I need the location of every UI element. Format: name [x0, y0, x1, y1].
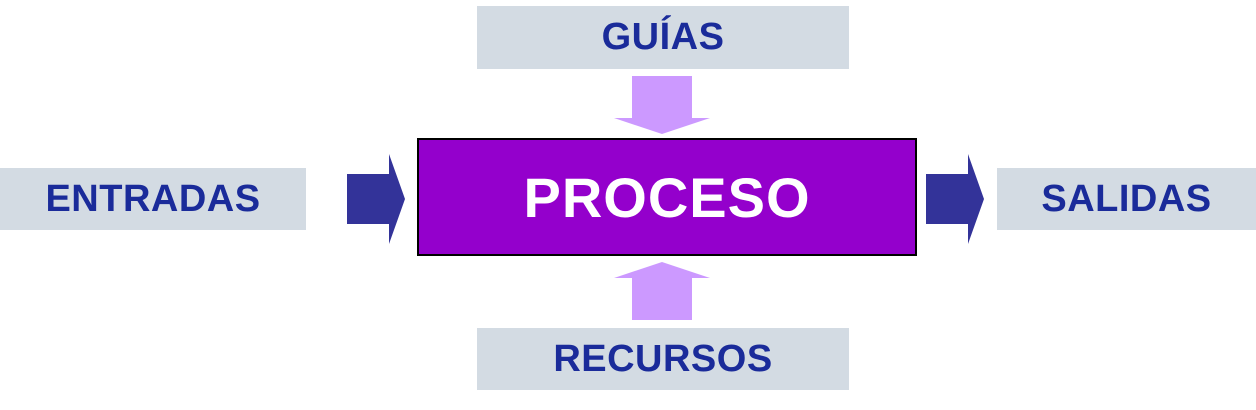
guias-label: GUÍAS — [601, 16, 725, 58]
proceso-box: PROCESO — [417, 138, 917, 256]
recursos-arrow-up — [614, 262, 710, 320]
proceso-label: PROCESO — [523, 165, 811, 229]
guias-arrow-down — [614, 76, 710, 134]
recursos-box: RECURSOS — [477, 328, 849, 390]
guias-arrow-shape — [614, 76, 710, 134]
entradas-label: ENTRADAS — [45, 177, 261, 220]
salidas-box: SALIDAS — [997, 168, 1256, 230]
salidas-label: SALIDAS — [1041, 177, 1212, 220]
recursos-arrow-shape — [614, 262, 710, 320]
entradas-arrow-right — [347, 154, 405, 244]
salidas-arrow-right — [926, 154, 984, 244]
recursos-label: RECURSOS — [553, 337, 773, 380]
guias-box: GUÍAS — [477, 6, 849, 69]
entradas-box: ENTRADAS — [0, 168, 306, 230]
salidas-arrow-shape — [926, 154, 984, 244]
entradas-arrow-shape — [347, 154, 405, 244]
